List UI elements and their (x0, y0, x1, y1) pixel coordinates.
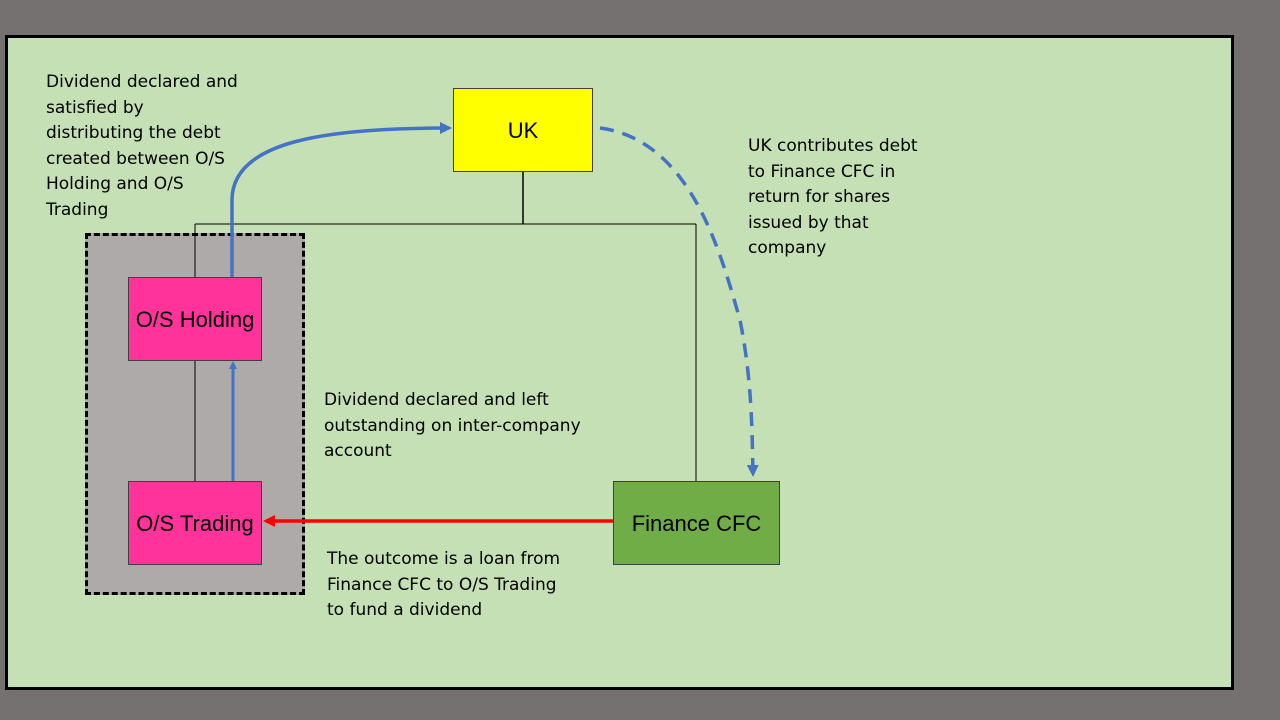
uk-label: UK (507, 117, 539, 143)
finance-cfc-box: Finance CFC (613, 481, 780, 565)
debt-contribution-arrow-uk-to-cfc (599, 126, 759, 477)
note-dividend-distributed: Dividend declared and satisfied by distr… (46, 72, 238, 220)
os-trading-label: O/S Trading (136, 510, 254, 536)
dividend-arrow-holding-to-uk (230, 122, 452, 277)
uk-company-box: UK (453, 88, 593, 172)
os-trading-box: O/S Trading (128, 481, 262, 565)
finance-cfc-label: Finance CFC (631, 510, 762, 536)
note-dividend-outstanding: Dividend declared and left outstanding o… (324, 390, 581, 461)
os-holding-box: O/S Holding (128, 277, 262, 361)
note-uk-contributes-debt: UK contributes debt to Finance CFC in re… (748, 136, 918, 258)
os-holding-label: O/S Holding (135, 306, 255, 332)
note-outcome: The outcome is a loan from Finance CFC t… (327, 549, 561, 620)
